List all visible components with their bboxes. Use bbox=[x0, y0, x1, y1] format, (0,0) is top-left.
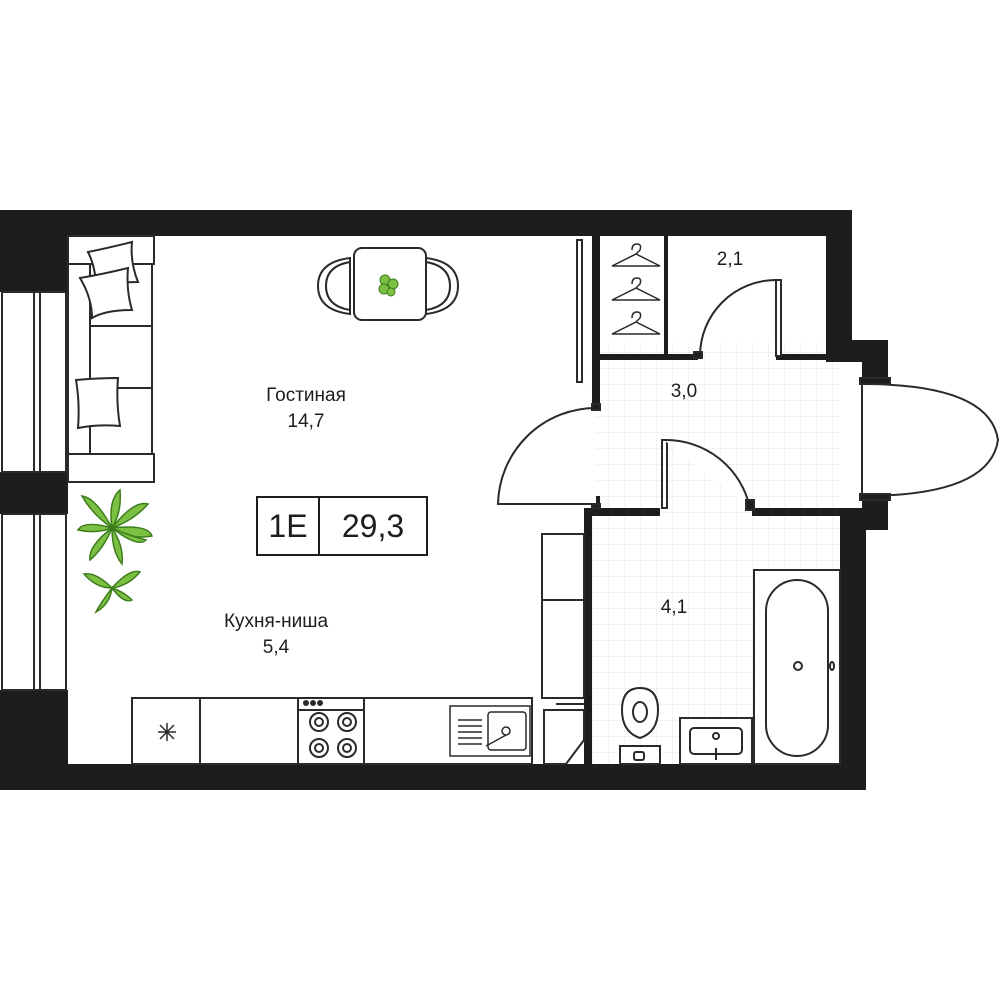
room-area-hall: 3,0 bbox=[670, 381, 698, 402]
kitchen-counter bbox=[131, 697, 533, 765]
sofa bbox=[67, 235, 155, 483]
chair bbox=[316, 256, 351, 316]
room-area-bathroom: 4,1 bbox=[660, 597, 688, 618]
bathtub-icon bbox=[753, 569, 841, 765]
door-swing bbox=[496, 279, 1000, 511]
plant-icon bbox=[378, 274, 399, 297]
room-area-wardrobe: 2,1 bbox=[716, 249, 744, 270]
dining-table bbox=[316, 247, 460, 321]
wardrobe-hanger-icon bbox=[611, 243, 661, 335]
toilet-icon bbox=[619, 686, 661, 765]
room-area-living: 14,7 bbox=[287, 411, 325, 432]
sink-icon bbox=[449, 705, 531, 757]
chair bbox=[425, 256, 460, 316]
room-name-living: Гостиная bbox=[266, 385, 346, 406]
walls bbox=[0, 210, 888, 790]
stove-icon bbox=[298, 700, 364, 758]
sliding-door bbox=[576, 239, 583, 383]
room-name-kitchen: Кухня-ниша bbox=[223, 611, 329, 632]
pillow-icon bbox=[74, 240, 140, 430]
shelving bbox=[541, 533, 585, 765]
apartment-badge: 1E 29,3 bbox=[256, 496, 428, 556]
plant-icon bbox=[76, 488, 153, 614]
fan-icon bbox=[158, 723, 176, 741]
window-lower bbox=[1, 513, 67, 691]
washbasin-icon bbox=[679, 717, 753, 765]
apartment-type-code: 1E bbox=[258, 498, 320, 554]
window-upper bbox=[1, 291, 67, 473]
apartment-total-area: 29,3 bbox=[341, 507, 405, 544]
room-area-kitchen: 5,4 bbox=[262, 637, 290, 658]
